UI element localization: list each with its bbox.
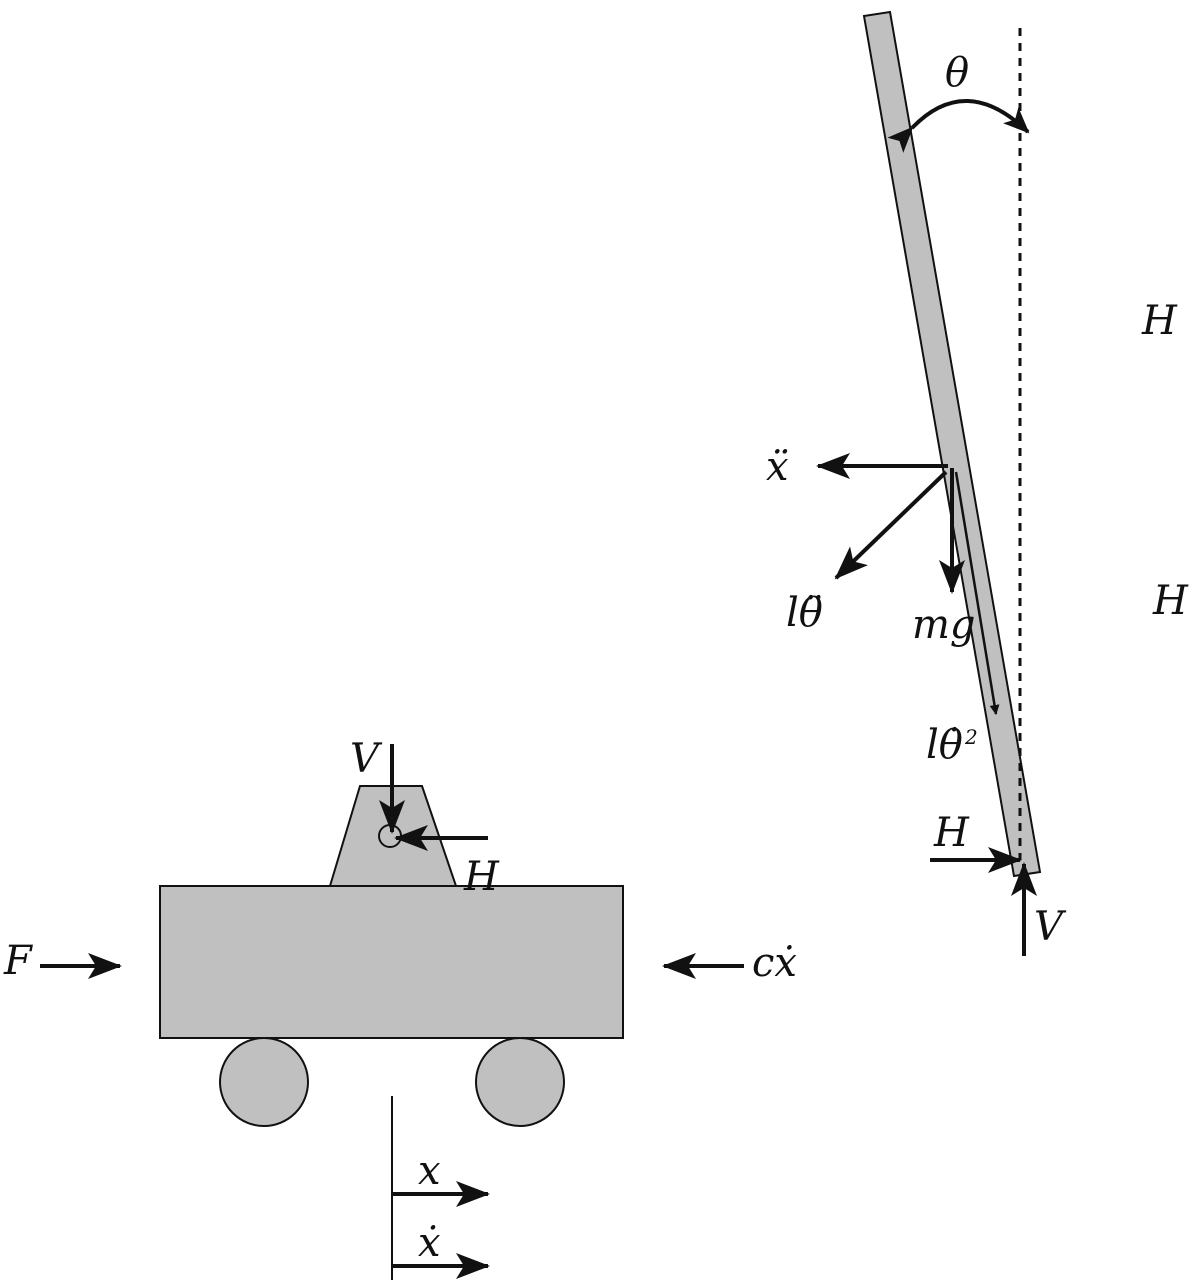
l-theta-dot-arrow [954,471,1000,715]
mg-label: mg [912,602,976,648]
h-middle-label: H [1152,578,1189,624]
v-pendulum-base-label: V [1034,904,1067,950]
theta-label: θ [945,50,969,96]
left-wheel [219,1037,309,1127]
l-theta-ddot-arrow [834,470,948,580]
l-theta-dot-label: lθ̇ [926,722,963,768]
x-label: x [418,1148,441,1194]
l-theta-ddot-label: lθ̈ [786,590,823,636]
h-cart-label: H [463,854,500,900]
force-f-label: F [3,938,33,984]
h-pendulum-base-label: H [933,810,970,856]
right-wheel [475,1037,565,1127]
v-cart-label: V [350,736,383,782]
cart-body [159,885,624,1039]
theta-arc [887,99,1030,153]
l-theta-dot-exponent: 2 [964,725,978,749]
damping-label: cẋ [752,940,797,986]
h-upper-label: H [1141,298,1178,344]
x-ddot-label: ẍ [766,444,789,490]
x-dot-label: ẋ [418,1220,441,1266]
